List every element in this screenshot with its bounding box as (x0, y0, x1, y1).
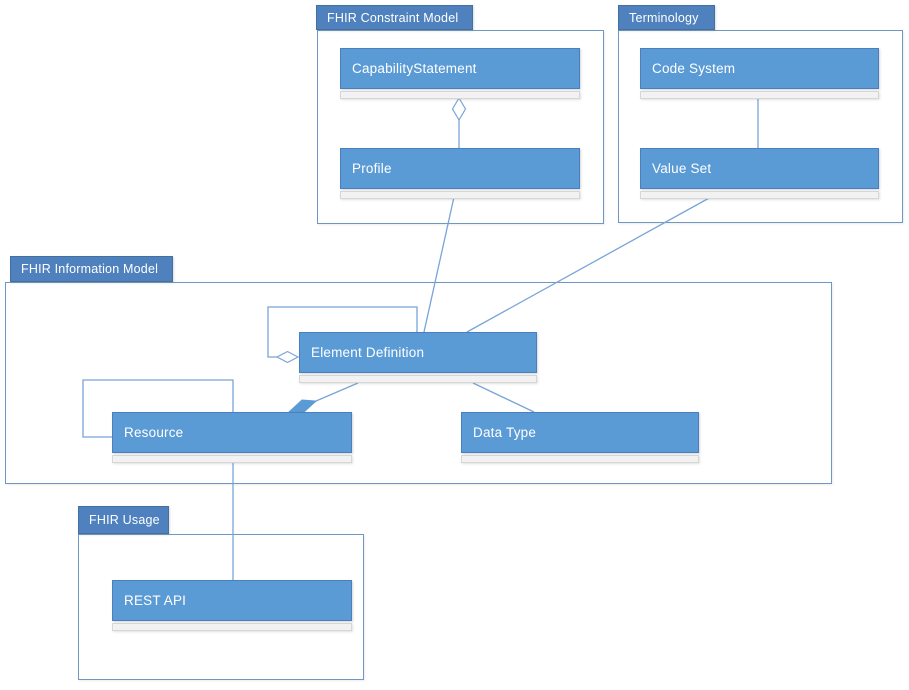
class-label: Resource (124, 425, 184, 440)
package-tab-fhir-constraint-model: FHIR Constraint Model (316, 5, 473, 30)
class-header: Code System (640, 48, 879, 89)
class-label: CapabilityStatement (352, 61, 477, 76)
class-header: CapabilityStatement (340, 48, 580, 89)
class-header: Value Set (640, 148, 879, 189)
class-label: REST API (124, 593, 187, 608)
class-compartment (461, 455, 699, 463)
class-compartment (340, 91, 580, 99)
class-header: Profile (340, 148, 580, 189)
class-resource: Resource (112, 412, 352, 463)
class-label: Element Definition (311, 345, 425, 360)
class-header: REST API (112, 580, 352, 621)
class-label: Profile (352, 161, 392, 176)
class-rest-api: REST API (112, 580, 352, 631)
package-label: Terminology (629, 10, 699, 25)
class-element-definition: Element Definition (299, 332, 537, 383)
class-compartment (112, 623, 352, 631)
class-compartment (640, 191, 879, 199)
class-compartment (640, 91, 879, 99)
class-compartment (299, 375, 537, 383)
package-label: FHIR Information Model (21, 262, 159, 276)
package-label: FHIR Constraint Model (327, 10, 459, 25)
class-header: Resource (112, 412, 352, 453)
class-compartment (112, 455, 352, 463)
class-label: Code System (652, 61, 736, 76)
class-capability-statement: CapabilityStatement (340, 48, 580, 99)
class-label: Value Set (652, 161, 712, 176)
package-tab-fhir-information-model: FHIR Information Model (10, 256, 173, 282)
class-code-system: Code System (640, 48, 879, 99)
package-label: FHIR Usage (89, 513, 160, 527)
package-tab-terminology: Terminology (618, 5, 715, 30)
package-tab-fhir-usage: FHIR Usage (78, 506, 169, 534)
class-compartment (340, 191, 580, 199)
class-header: Data Type (461, 412, 699, 453)
class-label: Data Type (473, 425, 537, 440)
class-data-type: Data Type (461, 412, 699, 463)
class-value-set: Value Set (640, 148, 879, 199)
class-header: Element Definition (299, 332, 537, 373)
class-profile: Profile (340, 148, 580, 199)
